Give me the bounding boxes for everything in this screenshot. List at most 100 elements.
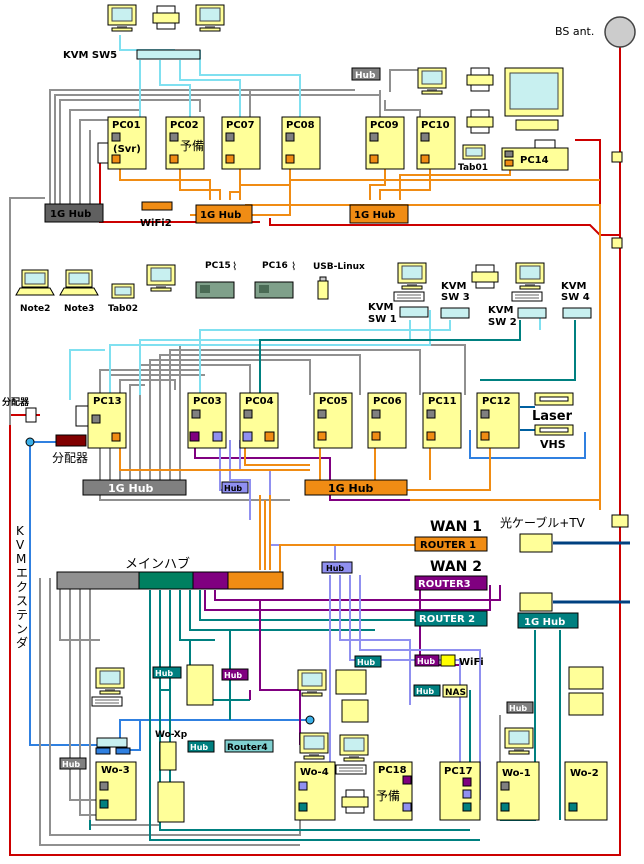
- wo4: Wo-4: [294, 732, 336, 821]
- pc06: PC06: [367, 392, 407, 449]
- kvm-sw5-label: KVM SW5: [63, 50, 117, 61]
- monitor-icon: [339, 734, 369, 762]
- svg-text:PC09: PC09: [370, 120, 399, 131]
- kvm-sw1: KVM SW 1: [368, 262, 429, 325]
- port: [95, 747, 111, 755]
- svg-text:PC04: PC04: [245, 396, 274, 407]
- 1g-hub-gray-mid: 1G Hub: [82, 479, 187, 496]
- svg-text:VHS: VHS: [540, 438, 566, 451]
- svg-text:PC17: PC17: [444, 766, 473, 777]
- hub-teal-2: Hub: [354, 655, 382, 668]
- svg-text:SW 3: SW 3: [441, 292, 470, 303]
- svg-text:NAS: NAS: [445, 688, 466, 698]
- pc14-display: [504, 67, 564, 117]
- printer-icon: [568, 666, 604, 690]
- pc04: PC04: [239, 392, 279, 449]
- vhs-device: VHS: [534, 424, 574, 451]
- pc17: PC17: [439, 761, 481, 821]
- 1g-hub-teal: 1G Hub: [517, 612, 579, 629]
- kvm-extender-box: [96, 737, 128, 748]
- keyboard-icon: [335, 764, 367, 775]
- kvm-switch: [136, 49, 201, 60]
- kvm-sw4: KVM SW 4: [561, 281, 592, 319]
- pc01: PC01 (Svr): [97, 116, 147, 170]
- onu-box: [519, 592, 553, 612]
- svg-text:ン: ン: [16, 622, 28, 636]
- hub-box: [351, 67, 381, 81]
- wan2: WAN 2 ROUTER3: [414, 559, 488, 591]
- tab02: Tab02: [108, 283, 138, 314]
- main-hub: メインハブ: [56, 556, 284, 590]
- printer-icon: [466, 67, 494, 92]
- antenna-icon: [604, 16, 636, 48]
- svg-text:Laser: Laser: [532, 409, 573, 424]
- svg-text:Note3: Note3: [64, 304, 94, 314]
- svg-text:M: M: [16, 552, 26, 566]
- svg-text:SW 2: SW 2: [488, 317, 517, 328]
- pc10: PC10: [416, 116, 456, 170]
- monitor-icon: [107, 4, 137, 32]
- splitter-box: [611, 237, 623, 249]
- hub-label: Hub: [355, 71, 376, 81]
- pc08: PC08: [281, 116, 321, 170]
- svg-text:USB-Linux: USB-Linux: [313, 262, 365, 272]
- wan1: WAN 1 ROUTER 1: [414, 519, 488, 552]
- kvm5-cluster: KVM SW5: [63, 4, 225, 61]
- svg-text:V: V: [16, 538, 25, 552]
- svg-text:1G Hub: 1G Hub: [524, 617, 565, 628]
- svg-text:WiFi2: WiFi2: [140, 218, 172, 229]
- svg-text:1G Hub: 1G Hub: [108, 482, 154, 495]
- nas: NAS: [442, 684, 468, 698]
- svg-text:PC10: PC10: [421, 120, 450, 131]
- svg-text:WAN 1: WAN 1: [430, 519, 482, 535]
- svg-text:ク: ク: [16, 580, 28, 594]
- pc15: PC15 ⌇: [195, 260, 237, 299]
- pc12: PC12: [476, 392, 520, 449]
- monitor-icon: [297, 669, 327, 697]
- svg-text:PC11: PC11: [428, 396, 457, 407]
- svg-text:KVM: KVM: [368, 302, 393, 313]
- svg-text:KVM: KVM: [561, 281, 586, 292]
- printer-icon: [341, 699, 369, 723]
- kvm-sw3: KVM SW 3: [440, 281, 470, 319]
- bs-antenna: BS ant.: [555, 16, 636, 48]
- 1g-hub-orange-2: 1G Hub: [349, 204, 409, 224]
- 1g-hub-gray: 1G Hub: [44, 203, 104, 223]
- svg-text:Tab01: Tab01: [458, 163, 488, 173]
- svg-text:予備: 予備: [180, 138, 204, 153]
- 1g-hub-orange-1: 1G Hub: [195, 204, 253, 224]
- wo3: Wo-3: [95, 761, 137, 821]
- splitter-box: [611, 151, 623, 163]
- wo2: Wo-2: [564, 761, 608, 821]
- antenna-label: BS ant.: [555, 25, 594, 38]
- fiber-tv: 光ケーブル+TV: [500, 515, 586, 553]
- tower-pc: [186, 664, 214, 706]
- hub-teal-4: Hub: [187, 740, 215, 753]
- note3: Note3: [59, 269, 99, 314]
- svg-text:分配器: 分配器: [52, 451, 88, 465]
- svg-text:Wo-1: Wo-1: [502, 768, 531, 779]
- splitter-top: 分配器: [2, 396, 37, 447]
- monitor-icon: [417, 67, 447, 95]
- printer-icon: [568, 692, 604, 716]
- pc13: PC13 分配器: [52, 392, 127, 465]
- kvm-sw2: KVM SW 2: [488, 262, 547, 328]
- printer-icon: [335, 669, 367, 695]
- svg-text:Router4: Router4: [227, 743, 268, 753]
- monitor-icon: [195, 4, 225, 32]
- svg-text:Hub: Hub: [62, 760, 80, 769]
- wifi2: WiFi2: [140, 201, 173, 229]
- svg-text:ス: ス: [16, 594, 28, 608]
- svg-text:SW 4: SW 4: [561, 292, 590, 303]
- monitor-icon: [95, 667, 125, 695]
- hub-teal-1: Hub: [152, 666, 182, 679]
- kvm-extender-label: K V M エ ク ス テ ン ダ: [16, 524, 28, 650]
- wo-xp: Wo-Xp: [155, 730, 188, 823]
- pc11: PC11: [422, 392, 462, 449]
- pc03: PC03: [187, 392, 227, 449]
- svg-text:WiFi: WiFi: [459, 657, 484, 668]
- svg-text:Wo-2: Wo-2: [570, 768, 599, 779]
- svg-text:1G Hub: 1G Hub: [50, 209, 91, 220]
- usb-linux: USB-Linux: [313, 262, 365, 300]
- svg-text:PC03: PC03: [193, 396, 222, 407]
